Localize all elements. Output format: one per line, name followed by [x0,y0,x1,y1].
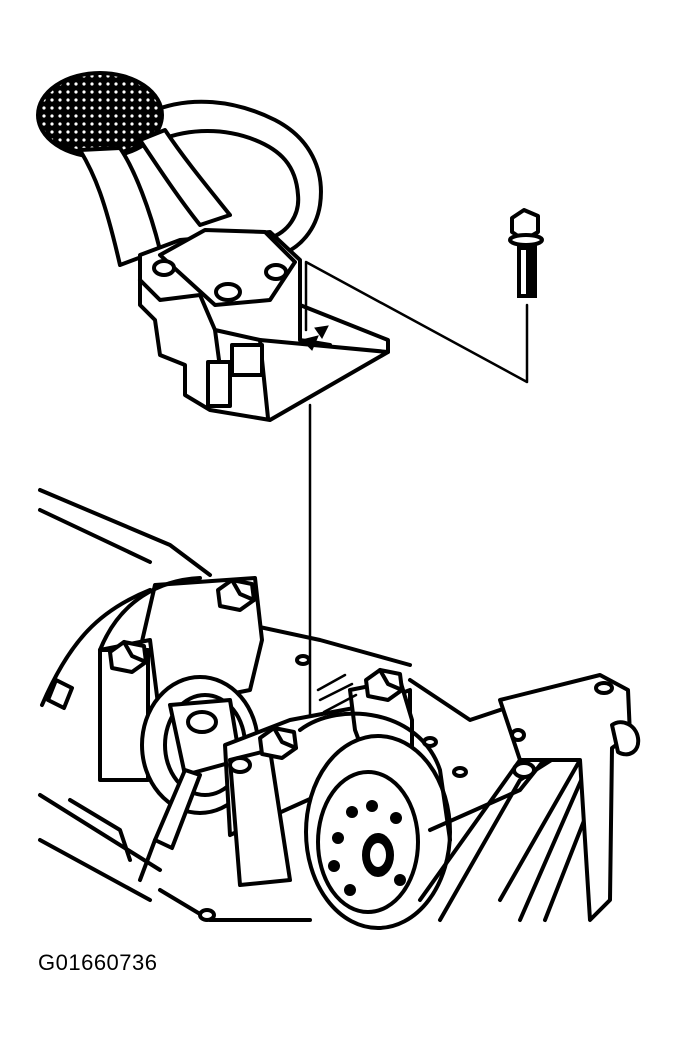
bracket-hole [510,728,526,742]
bolt-head-icon [510,208,540,242]
pump-cover [158,228,297,307]
guide-bolt-icon [512,761,536,779]
oil-pump-diagram [36,71,641,930]
figure-id-label: G01660736 [38,950,158,975]
cap-bolt-4 [258,726,298,760]
front-cap-column [228,748,292,887]
block-pan-rail [38,793,162,872]
galley-hatching [316,673,358,714]
dowel-mark-icon [301,335,319,351]
bolt-facet [272,726,298,750]
bolt-shank [517,244,537,298]
crank-snout-center [370,843,386,867]
block-bottom [158,888,312,922]
block-hole [295,654,311,666]
pump-mount-step [298,303,332,347]
pulley-rim [298,711,452,842]
connecting-rod [153,768,202,850]
block-pan-step [68,798,132,862]
cover-bolt-icon [214,282,242,302]
dowel-mark-icon [314,325,329,339]
cap-bolt-3 [364,668,404,702]
cap-hole [228,756,252,774]
crank-bolt-icon [186,710,218,734]
wire-connector [46,678,74,710]
block-hole [452,766,468,778]
block-hole [198,908,216,922]
block-rail-inner [38,508,152,564]
pickup-stem-rear [138,128,232,227]
pump-bolt [508,208,544,298]
cap-bolt-2 [108,640,148,674]
bolt-flange [508,233,544,247]
cover-bolt-icon [152,259,176,277]
bearing-arch [98,576,202,652]
pickup-stem [78,146,162,267]
pump-tab [206,360,232,408]
block-deck [248,623,412,667]
bolt-facet [230,578,256,602]
alignment-lines [304,260,529,737]
front-bracket [498,673,632,922]
bolt-leader-line [304,260,529,384]
pulley-holes [328,800,406,896]
cap-bolt-1 [216,578,256,612]
bracket-stud [610,720,641,757]
oil-pump-assembly [36,71,390,422]
cover-bolt-icon [264,263,288,281]
bracket-hole [594,681,614,695]
bolt-facet [378,668,404,692]
pump-body-edge [138,278,262,342]
block-pan-rail-2 [38,838,152,902]
pump-tab [230,343,264,377]
rod-end [138,838,157,882]
block-rail [38,488,212,577]
engine-block [38,488,641,930]
bolt-highlight [521,250,526,294]
block-hole [422,736,438,748]
wire [40,588,152,707]
bolt-facet [122,640,148,664]
